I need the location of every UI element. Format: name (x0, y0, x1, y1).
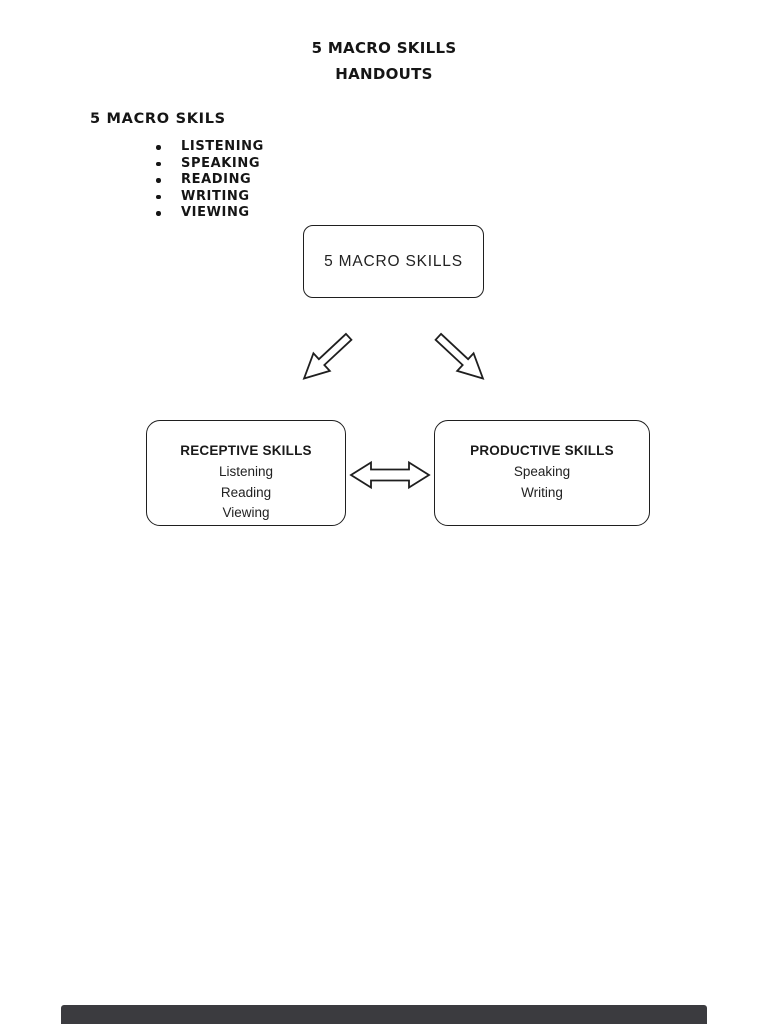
bullet-label: WRITING (181, 188, 250, 204)
bullet-icon (156, 178, 161, 183)
root-skills-box: 5 MACRO SKILLS (303, 225, 484, 298)
productive-box-title: PRODUCTIVE SKILLS (470, 443, 614, 458)
skills-bullet-list: LISTENING SPEAKING READING WRITING VIEWI… (150, 139, 264, 222)
productive-box-item: Writing (521, 484, 563, 500)
down-left-arrow-icon (302, 332, 353, 380)
bullet-icon (156, 194, 161, 199)
list-item: WRITING (150, 189, 264, 206)
productive-skills-box: PRODUCTIVE SKILLS Speaking Writing (434, 420, 650, 526)
list-item: LISTENING (150, 139, 264, 156)
down-right-arrow-icon (434, 332, 485, 380)
productive-box-item: Speaking (513, 463, 571, 479)
bullet-label: READING (181, 172, 252, 187)
receptive-box-item: Reading (220, 484, 272, 500)
bullet-label: VIEWING (181, 205, 250, 220)
bullet-label: SPEAKING (181, 155, 261, 171)
receptive-box-item: Listening (218, 463, 274, 479)
list-item: READING (150, 172, 264, 189)
receptive-box-item: Viewing (222, 505, 270, 521)
list-item: VIEWING (150, 205, 264, 222)
viewer-toolbar[interactable] (61, 1005, 707, 1024)
root-box-label: 5 MACRO SKILLS (324, 252, 463, 270)
section-heading: 5 MACRO SKILS (90, 111, 226, 127)
title-line-1: 5 MACRO SKILLS (311, 39, 457, 57)
list-item: SPEAKING (150, 156, 264, 173)
bullet-icon (156, 145, 161, 150)
receptive-skills-box: RECEPTIVE SKILLS Listening Reading Viewi… (146, 420, 346, 526)
bullet-icon (156, 211, 161, 216)
title-line-2: HANDOUTS (335, 64, 433, 83)
receptive-box-title: RECEPTIVE SKILLS (180, 443, 312, 458)
double-arrow-icon (349, 460, 431, 490)
document-title: 5 MACRO SKILLS HANDOUTS (0, 36, 768, 87)
bullet-icon (156, 161, 161, 166)
bullet-label: LISTENING (181, 139, 264, 154)
